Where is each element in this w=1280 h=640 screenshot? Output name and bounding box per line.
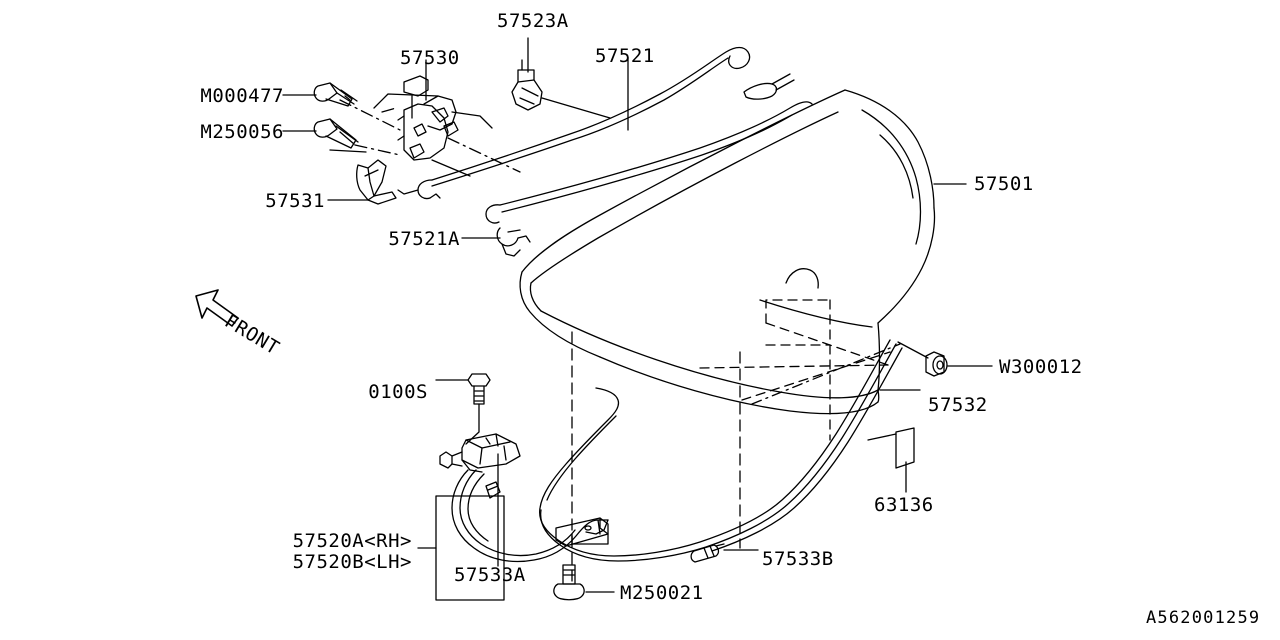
part-label-57520b-lh: 57520B<LH> [292, 551, 412, 573]
lock-panel-reference [329, 93, 493, 177]
part-label-m250056: M250056 [200, 121, 284, 143]
clip-57523a-attach [541, 97, 611, 119]
diagram-id-code: A562001259 [1146, 608, 1261, 628]
part-label-57533a: 57533A [454, 564, 526, 586]
part-label-57521a: 57521A [388, 228, 460, 250]
hinge-assembly-57520 [439, 433, 609, 563]
part-label-57501: 57501 [974, 173, 1034, 195]
bolt-m250021 [553, 564, 585, 601]
clip-57523a [511, 59, 543, 111]
part-label-63136: 63136 [874, 494, 934, 516]
clip-57521a [496, 227, 531, 257]
part-label-57531: 57531 [265, 190, 325, 212]
bolt-0100s [467, 373, 491, 405]
part-label-m000477: M000477 [200, 85, 284, 107]
part-label-57533b: 57533B [762, 548, 834, 570]
stopper-57533b [690, 543, 725, 563]
part-label-57521: 57521 [595, 45, 655, 67]
grommet-w300012 [925, 351, 948, 377]
lock-assembly-57530 [397, 75, 459, 161]
lid-hidden-lines [699, 299, 891, 441]
release-cable-57521 [397, 46, 813, 224]
bolt-m000477 [313, 82, 358, 107]
part-label-m250021: M250021 [620, 582, 704, 604]
bolt-m250056 [313, 118, 359, 149]
hinge-bracket-tick [571, 533, 609, 545]
part-label-w300012: W300012 [999, 356, 1083, 378]
w300012-attach [897, 341, 929, 359]
cover-63136 [867, 427, 915, 469]
lid-centerline-hidden [751, 343, 901, 405]
bolt-0100s-attach [465, 403, 480, 445]
hinge-group-bracket [417, 495, 505, 601]
part-label-0100s: 0100S [368, 381, 428, 403]
part-label-57523a: 57523A [497, 10, 569, 32]
vertical-alignment-guides [571, 331, 741, 585]
part-label-57530: 57530 [400, 47, 460, 69]
part-label-57520a-rh: 57520A<RH> [292, 530, 412, 552]
weatherstrip-57532 [539, 339, 903, 562]
part-label-57532: 57532 [928, 394, 988, 416]
striker-57531 [356, 159, 397, 205]
front-arrow-icon [195, 289, 239, 327]
lock-assembly-guides [339, 99, 521, 173]
